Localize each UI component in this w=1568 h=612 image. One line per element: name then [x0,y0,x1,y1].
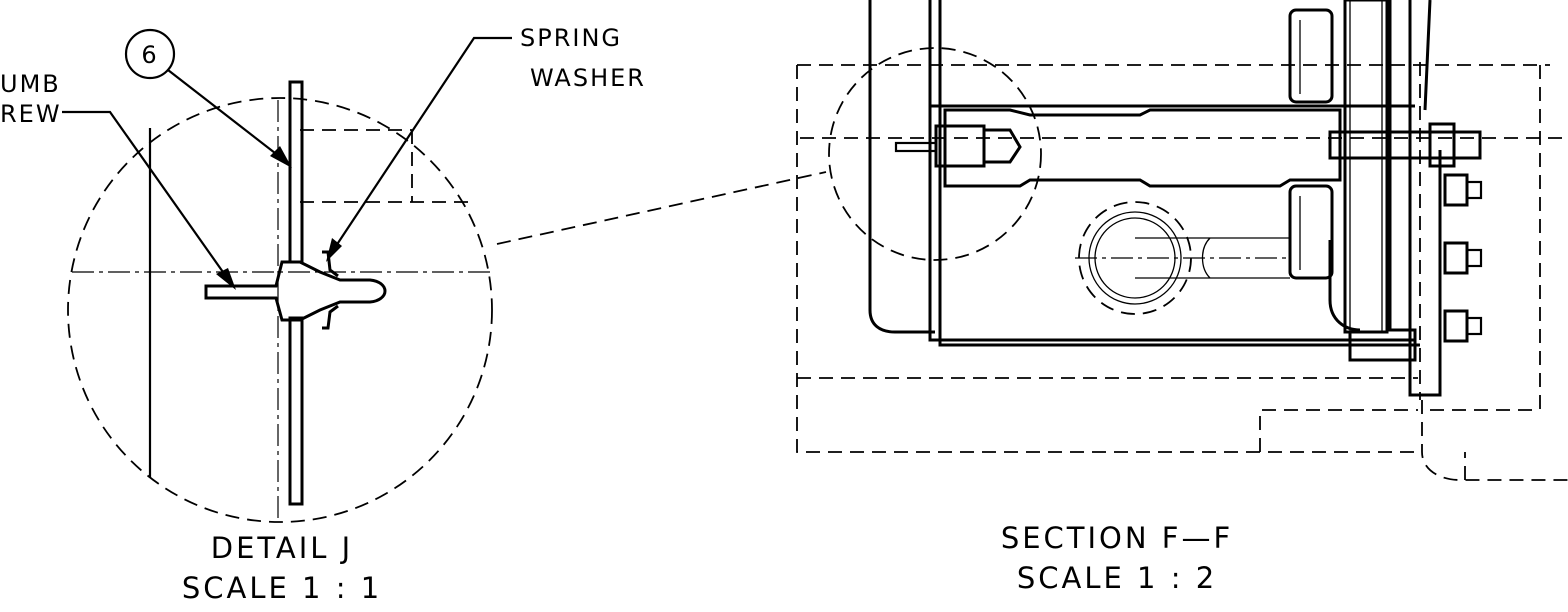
section-shaft [943,108,1342,188]
balloon-number: 6 [141,41,158,69]
detail-j-view: 6 UMB REW SPRING WASHER DETAIL J SCALE 1… [0,24,646,605]
section-title: SECTION F—F [1001,521,1233,555]
section-envelope-dashed [796,64,1568,481]
detail-title: DETAIL J [211,531,353,565]
detail-plate-lower [288,316,304,506]
detail-spring-washer [322,250,339,278]
label-spring-washer-line1: SPRING [520,24,622,52]
section-nut-stud [1465,316,1483,336]
detail-callout-line [496,171,827,245]
section-nut-stack [1443,173,1483,343]
detail-scale: SCALE 1 : 1 [182,571,382,605]
section-bushing-nose [984,128,1022,164]
leader-arrowhead [326,238,342,262]
section-f-f-view: SECTION F—F SCALE 1 : 2 [796,0,1568,595]
spring-washer-leader [331,36,512,253]
leader-arrowhead [270,146,292,168]
label-spring-washer-line2: WASHER [530,64,646,92]
section-nut-stud [1465,180,1483,200]
thumb-screw-leader [62,110,231,283]
detail-boundary-circle [67,97,493,523]
section-nut [1443,241,1469,275]
detail-thumb-screw [204,260,387,322]
section-insulation-pack [1349,0,1383,333]
label-thumb-screw-line2: REW [0,100,62,128]
section-knob-lower [1288,184,1334,280]
section-bushing [934,124,986,168]
section-nut-stud [1465,248,1483,268]
section-curve-bracket [1328,240,1361,332]
balloon-circle [124,28,176,80]
leader-arrowhead [216,268,236,290]
section-nut [1443,309,1469,343]
section-side-frame [1408,0,1442,397]
section-housing-outline [868,0,1420,347]
detail-plate-upper [288,80,304,264]
section-bracket [1348,0,1417,362]
section-right-plate [1343,0,1389,334]
section-scale: SCALE 1 : 2 [1017,561,1217,595]
section-nut [1443,173,1469,207]
label-thumb-screw-line1: UMB [0,70,61,98]
section-bolt-head [1428,122,1456,168]
section-knob-upper [1288,8,1334,104]
balloon-leader [167,69,285,161]
detail-spring-washer-lower [322,304,339,330]
section-detail-circle [828,47,1042,261]
section-through-bolt [1328,130,1482,160]
